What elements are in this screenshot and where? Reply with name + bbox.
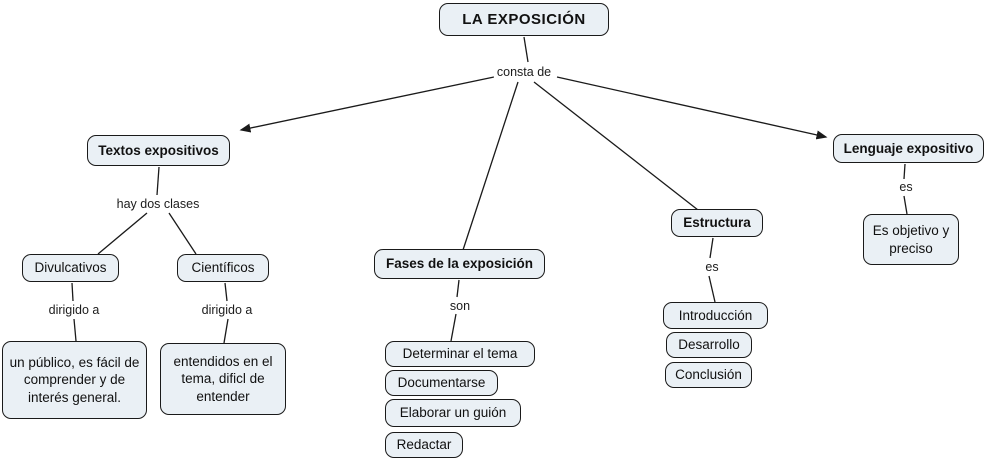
link-label-dirigido-a-right[interactable]: dirigido a <box>198 303 256 317</box>
node-entendidos[interactable]: entendidos en el tema, dificl de entende… <box>160 343 286 415</box>
node-un-publico[interactable]: un público, es fácil de comprender y de … <box>2 341 147 419</box>
node-elaborar-un-guion[interactable]: Elaborar un guión <box>385 399 521 427</box>
node-estructura[interactable]: Estructura <box>671 209 763 237</box>
link-label-hay-dos-clases[interactable]: hay dos clases <box>113 197 203 211</box>
node-lenguaje-expositivo[interactable]: Lenguaje expositivo <box>833 134 984 163</box>
node-es-objetivo-y-preciso[interactable]: Es objetivo y preciso <box>863 214 959 265</box>
link-label-es-lenguaje[interactable]: es <box>896 180 916 194</box>
node-cientificos[interactable]: Científicos <box>177 254 269 282</box>
node-documentarse[interactable]: Documentarse <box>385 370 498 396</box>
node-textos-expositivos[interactable]: Textos expositivos <box>87 135 230 166</box>
node-conclusion[interactable]: Conclusión <box>665 362 752 388</box>
node-la-exposicion[interactable]: LA EXPOSICIÓN <box>439 3 609 36</box>
node-redactar[interactable]: Redactar <box>385 432 463 458</box>
node-determinar-el-tema[interactable]: Determinar el tema <box>385 341 535 367</box>
link-label-consta-de[interactable]: consta de <box>493 65 555 79</box>
link-label-dirigido-a-left[interactable]: dirigido a <box>45 303 103 317</box>
node-introduccion[interactable]: Introducción <box>663 302 768 329</box>
node-desarrollo[interactable]: Desarrollo <box>666 332 752 358</box>
link-label-es-estructura[interactable]: es <box>702 260 722 274</box>
node-fases-exposicion[interactable]: Fases de la exposición <box>374 249 545 279</box>
link-label-son[interactable]: son <box>446 299 474 313</box>
node-divulcativos[interactable]: Divulcativos <box>22 254 119 282</box>
